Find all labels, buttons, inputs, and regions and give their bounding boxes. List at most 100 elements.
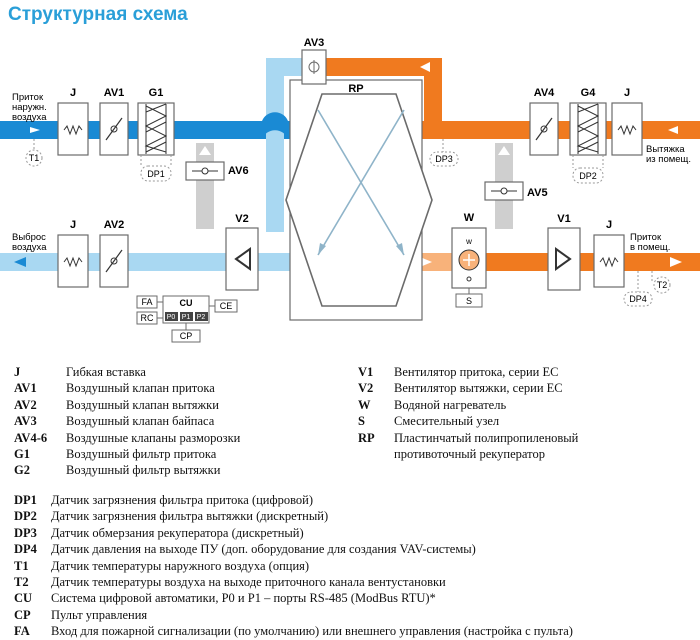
cp-label: CP (180, 331, 193, 341)
exhaust-arrow-icon (14, 257, 26, 267)
dp2-label: DP2 (579, 171, 597, 181)
p0-port (165, 312, 178, 321)
t1-label: T1 (29, 153, 40, 163)
rc-label: RC (141, 313, 154, 323)
rp-core (285, 93, 433, 307)
g1-filter (137, 102, 175, 156)
exhaust-label-2: воздуха (12, 242, 47, 253)
bypass-extract-top (326, 58, 440, 76)
av2-damper-icon (105, 249, 123, 273)
av4-damper-icon (535, 117, 553, 141)
av4-label: AV4 (534, 87, 555, 99)
dp3-sensor (429, 151, 459, 167)
p1-port (180, 312, 193, 321)
intake-arrow-icon (30, 127, 40, 133)
page-title: Структурная схема (8, 4, 188, 25)
j3-flex (57, 234, 89, 288)
v2-fan (225, 227, 259, 291)
t2-sensor (653, 276, 671, 294)
bypass-duct-left (196, 143, 214, 229)
rp-flow-b (317, 109, 405, 256)
dp1-label: DP1 (147, 169, 165, 179)
av5-label: AV5 (527, 187, 548, 199)
g1-label: G1 (149, 87, 164, 99)
extract-arrow-icon (668, 126, 678, 134)
legend-item: противоточный рекуператор (394, 447, 545, 462)
bypass-supply-top (266, 58, 304, 76)
supply-label-2: в помещ. (630, 242, 670, 253)
av2-label: AV2 (104, 219, 125, 231)
ce-module (214, 299, 238, 313)
j3-spring-icon (63, 256, 83, 268)
av1-label: AV1 (104, 87, 125, 99)
t1-sensor (25, 149, 43, 167)
fa-label: FA (141, 297, 152, 307)
s-label: S (466, 296, 472, 306)
supply-out-duct (475, 253, 700, 271)
j2-flex (611, 102, 643, 156)
supply-final-arrow-icon (670, 257, 682, 267)
av6-damper-icon (201, 167, 209, 175)
dp4-label: DP4 (629, 294, 647, 304)
bypass-arrow-left-icon (199, 146, 211, 155)
intake-label-1: Приток (12, 92, 44, 103)
bypass-arrow-right-icon (498, 146, 510, 155)
supply-out-arrow-icon (420, 257, 432, 267)
j2-spring-icon (617, 124, 637, 136)
v2-label: V2 (235, 213, 248, 225)
cp-panel (171, 329, 201, 343)
t2-label: T2 (657, 280, 668, 290)
g4-label: G4 (581, 87, 597, 99)
rp-arrow-b-icon (318, 243, 326, 255)
j1-label: J (70, 87, 76, 99)
g4-filter-icon (577, 103, 599, 153)
extract-label-1: Вытяжка (646, 144, 685, 155)
j4-label: J (606, 219, 612, 231)
exhaust-duct (0, 253, 320, 271)
j4-flex (593, 234, 625, 288)
intake-label-3: воздуха (12, 112, 47, 123)
g1-filter-icon (145, 103, 167, 153)
dp3-label: DP3 (435, 154, 453, 164)
intake-label-2: наружн. (12, 102, 47, 113)
rp-arrow-a-icon (396, 243, 404, 255)
j3-label: J (70, 219, 76, 231)
av6-label: AV6 (228, 165, 249, 177)
dp4-sensor (623, 291, 653, 307)
p2-port (195, 312, 208, 321)
supply-label-1: Приток (630, 232, 662, 243)
duct-crossover (262, 112, 288, 139)
rp-label: RP (348, 83, 363, 95)
j2-label: J (624, 87, 630, 99)
av1-damper-icon (105, 117, 123, 141)
j1-flex (57, 102, 89, 156)
p1-label: P1 (182, 314, 191, 321)
av5-damper-icon (500, 187, 508, 195)
bypass-supply-riser (266, 58, 284, 232)
dp1-sensor (140, 165, 172, 182)
bypass-extract-riser (424, 58, 442, 130)
v1-fan (547, 227, 581, 291)
av3-label: AV3 (304, 37, 325, 49)
p0-label: P0 (167, 314, 176, 321)
g4-filter (569, 102, 607, 156)
